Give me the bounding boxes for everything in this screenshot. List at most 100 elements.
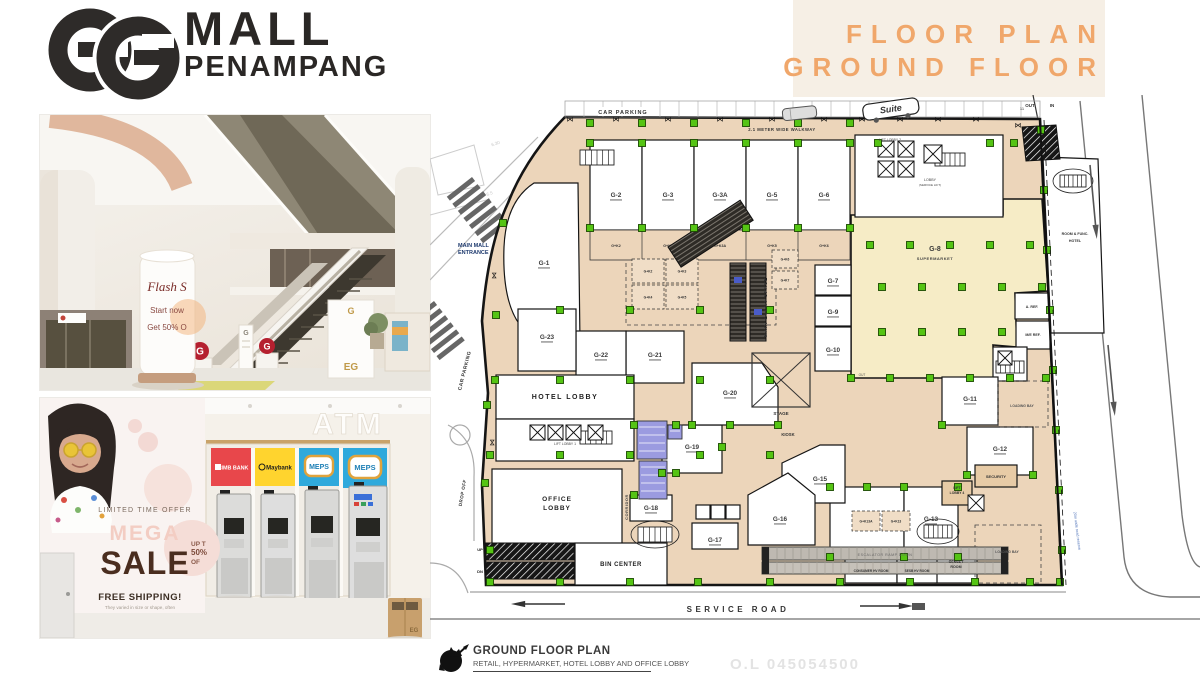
column-marker [846,224,854,232]
column-marker [766,451,774,459]
mall-interior-illustration: G G G G EG [40,115,430,390]
stair [630,520,680,549]
lift-icon [877,160,895,178]
plan-label: A. REF. [1026,305,1039,309]
column-marker [998,328,1006,336]
escalator-diagonal [667,199,754,268]
plan-label: LOBBY [543,505,571,512]
plan-label: G-5 [767,192,778,199]
title-ground-floor: GROUND FLOOR [783,51,1105,82]
eg-logo-icon [48,8,184,104]
plan-label: CAR PARKING [457,350,473,391]
plan-label: 2.1 METER WIDE WALKWAY [748,127,815,132]
plan-label: 6.30 [491,140,501,148]
poster-model [48,403,116,533]
plan-label: MAIN MALL [458,243,489,249]
column-marker [971,578,979,586]
kiosk-box [771,249,799,269]
plan-label: G-12 [993,446,1008,453]
column-marker [906,241,914,249]
plan-label: M/E REF. [1025,333,1040,337]
escalator-badge-letter-2: G [263,342,270,352]
plan-label: GENSET [949,560,965,564]
plan-label: G+K4 [644,296,653,300]
column-marker [958,328,966,336]
plan-room [574,542,668,586]
plan-room-G-23 [517,308,577,372]
column-marker [742,119,750,127]
plan-label: ⋈ [859,117,866,124]
column-marker [1006,374,1014,382]
atm-sign-cimb: CIMB BANK [211,448,251,486]
plan-room-G-22 [575,330,627,384]
plan-room [695,504,711,520]
column-marker [1026,578,1034,586]
column-marker [900,483,908,491]
column-marker [1056,578,1064,586]
column-marker [742,224,750,232]
column-marker [954,483,962,491]
plan-room-G-6 [797,139,851,231]
poster-caption-text: They varied in size or shape, often [105,605,176,610]
column-marker [486,451,494,459]
column-marker [696,306,704,314]
title-background-panel [793,0,1105,97]
column-marker [986,139,994,147]
column-marker [874,139,882,147]
column-marker [556,451,564,459]
plan-room-G-9 [814,295,852,327]
kiosk-box [631,284,665,310]
column-marker [658,469,666,477]
kiosk-eg-logo: EG [344,362,359,373]
lift-icon [547,424,564,441]
plan-label: SECURITY [986,474,1007,479]
column-marker [794,139,802,147]
svg-text:Maybank: Maybank [266,466,292,472]
plan-label: OFFICE [542,496,572,503]
column-marker [672,469,680,477]
plan-label: ⋈ [769,117,776,124]
column-marker [626,578,634,586]
column-marker [1026,241,1034,249]
column-marker [688,421,696,429]
plan-room [495,374,635,420]
column-marker [718,443,726,451]
plan-label: G-7 [828,278,839,285]
photo-mall-interior: G G G G EG [40,115,430,390]
plan-label: G-18 [644,505,659,512]
column-marker [586,119,594,127]
plan-label: ⋈ [973,117,980,124]
kiosk-box [771,270,799,290]
column-marker [986,241,994,249]
column-marker [1042,374,1050,382]
brand-name-penampang: PENAMPANG [184,51,389,84]
totem-letter: G [243,330,249,337]
column-marker [946,241,954,249]
plan-label: SERVICE ROAD [687,605,790,614]
plan-label: SUPERMARKET [917,256,953,261]
plan-label: ⋈ [897,117,904,124]
column-marker [726,421,734,429]
plan-room-G-21 [625,330,685,384]
column-marker [481,479,489,487]
plan-room-G-7 [814,264,852,296]
poster-shipping-text: FREE SHIPPING! [98,592,182,603]
column-marker [918,283,926,291]
column-marker [586,224,594,232]
plan-label: UP [477,547,483,552]
column-marker [696,451,704,459]
poster-discount-3: OF [191,559,200,566]
plan-label: SESB HV ROOM [905,569,930,573]
column-marker [486,578,494,586]
plan-label: ESCALATOR RAMP DOWN [858,553,913,557]
plan-label: CONSUMER HV ROOM [854,569,889,573]
column-marker [863,483,871,491]
plan-label: LOADING BAY [995,550,1019,554]
column-marker [1055,486,1063,494]
direction-arrow [1107,344,1117,416]
plan-caption: GROUND FLOOR PLAN RETAIL, HYPERMARKET, H… [473,645,689,672]
stair [579,149,615,166]
plan-label: LIFT [953,486,961,490]
plan-label: HOTEL [1069,239,1082,243]
column-marker [954,553,962,561]
